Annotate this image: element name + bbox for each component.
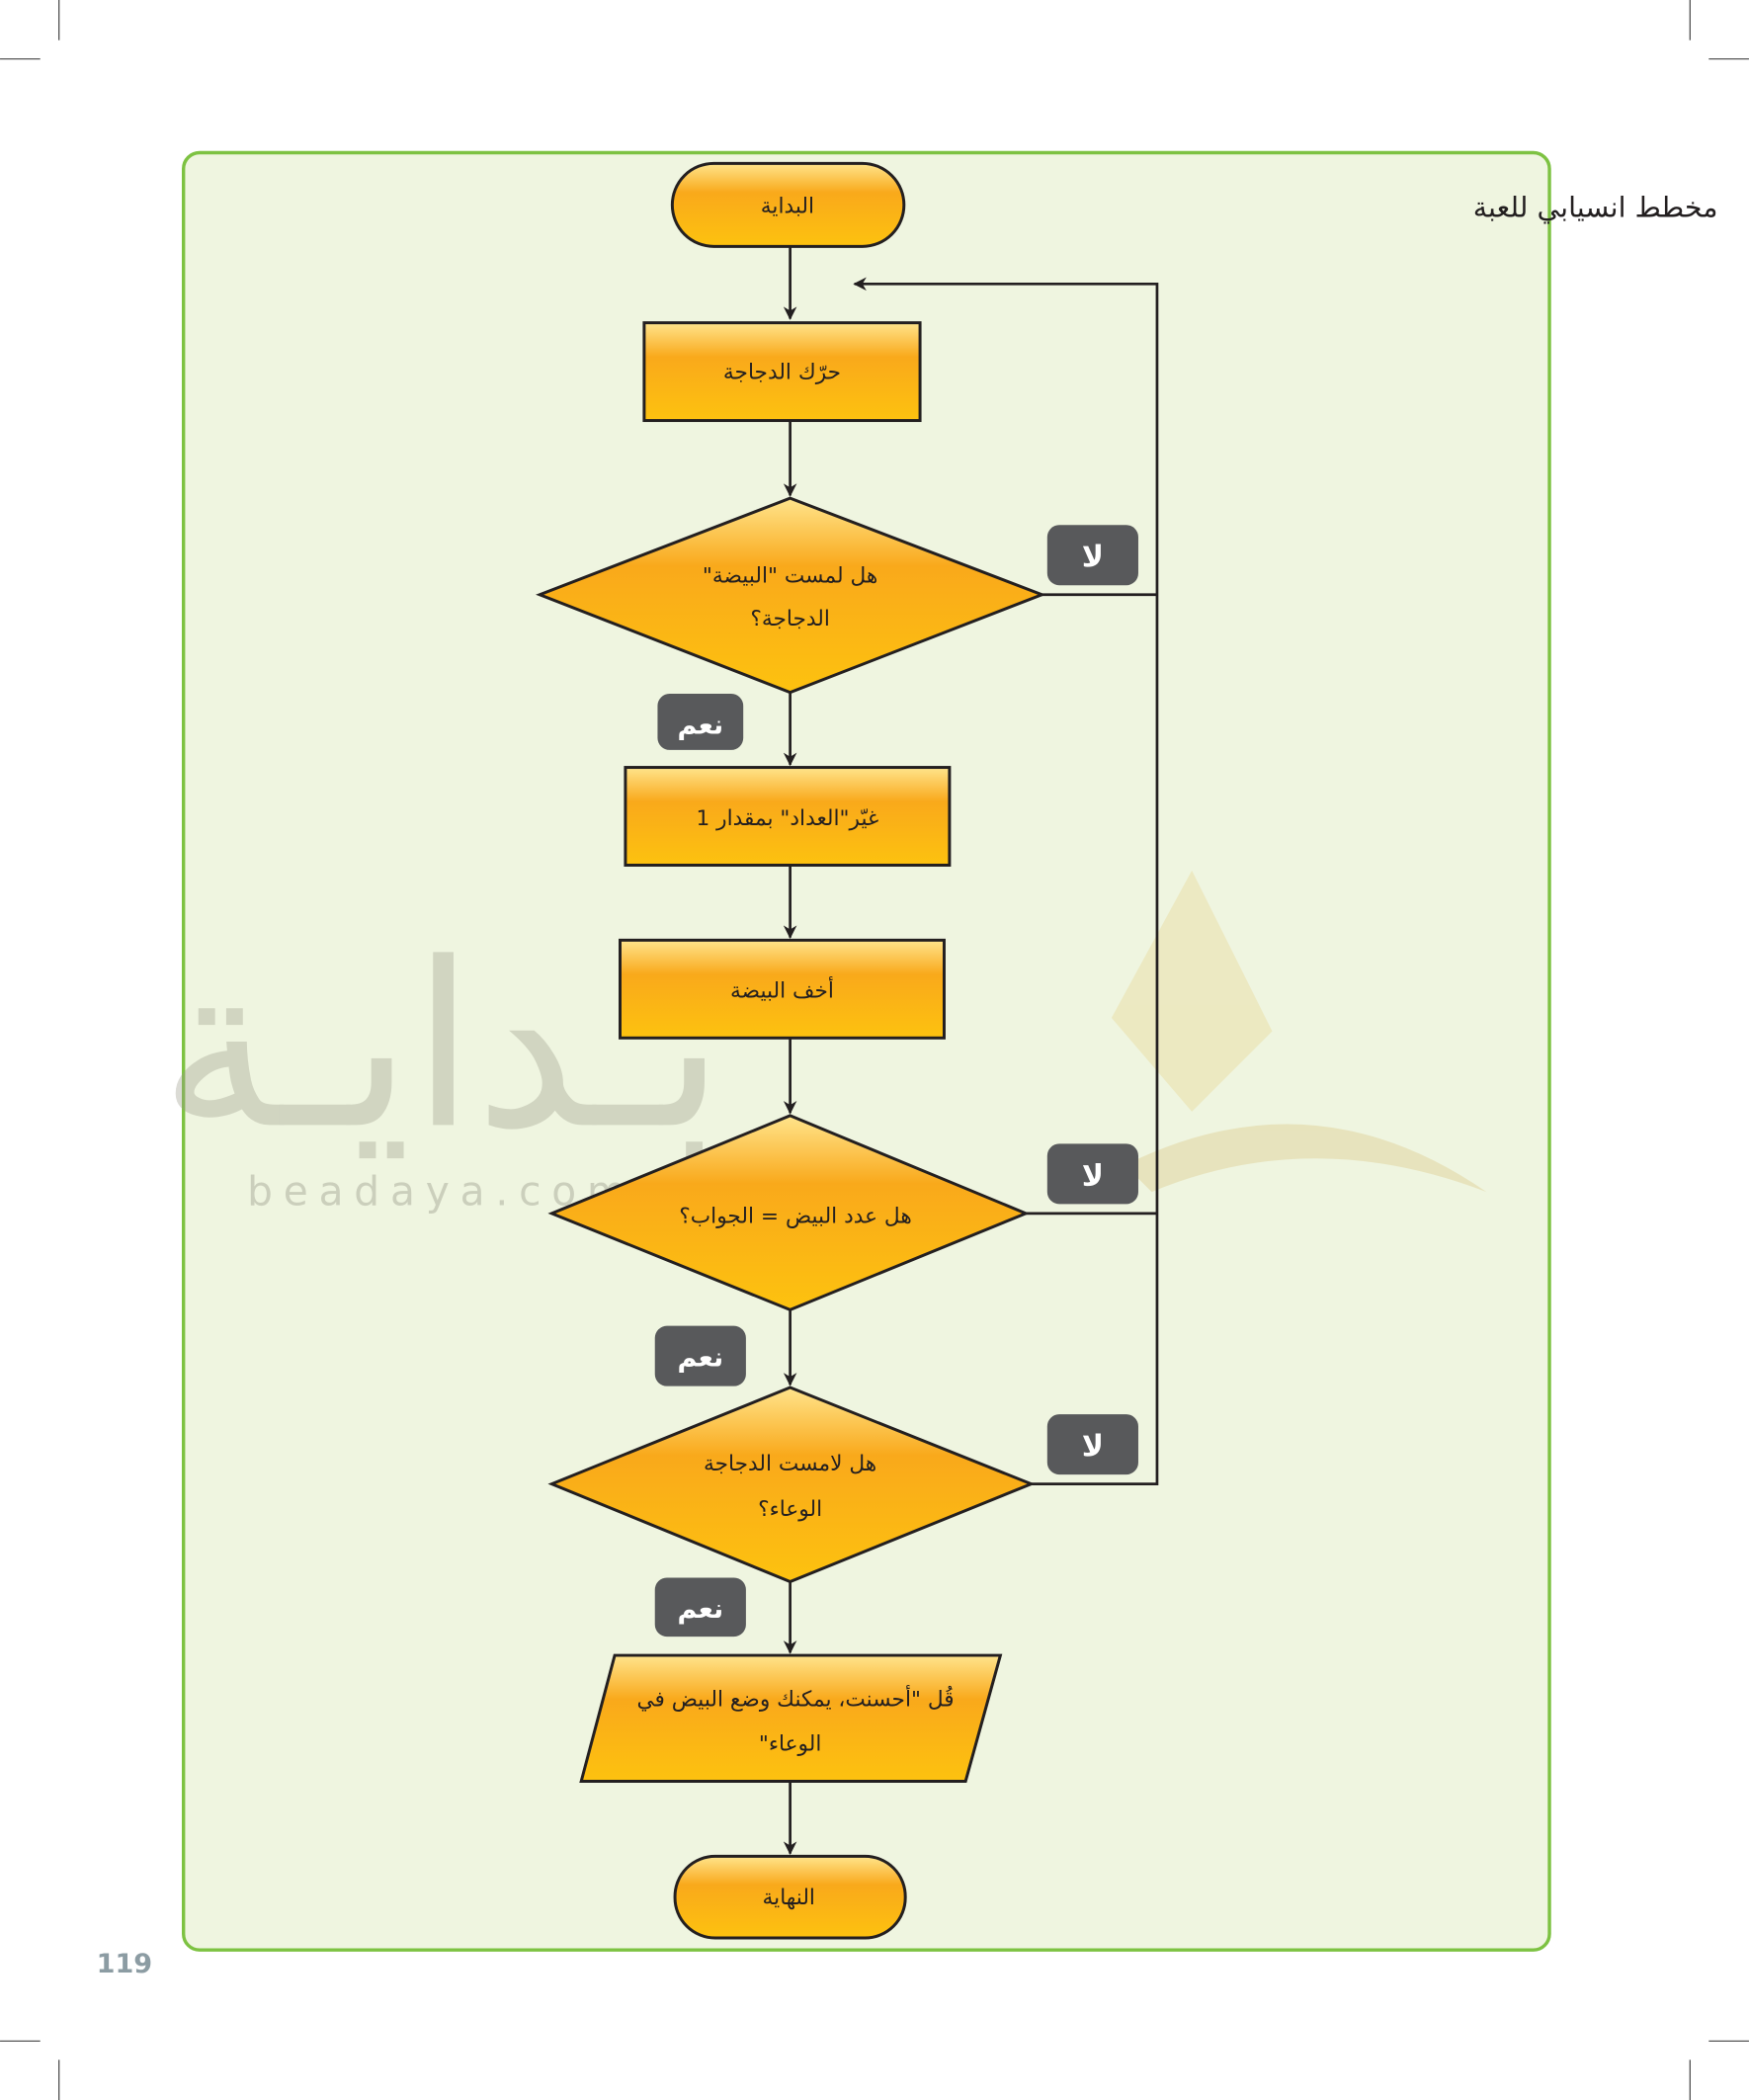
- page-number: 119: [97, 1949, 153, 1979]
- decision-label: هل لمست "البيضة": [703, 564, 877, 589]
- badge-label: لا: [1082, 1429, 1104, 1464]
- decision-egg-count: هل عدد البيض = الجواب؟: [547, 1114, 1031, 1312]
- badge-label: نعم: [677, 711, 723, 741]
- io-label: قُل "أحسنت، يمكنك وضع البيض في: [636, 1685, 954, 1713]
- connectors: [783, 246, 1159, 1855]
- badge-label: نعم: [677, 1594, 723, 1625]
- badge-label: لا: [1082, 540, 1104, 574]
- process-move-chicken: حرّك الدجاجة: [642, 321, 922, 423]
- decision-label: هل عدد البيض = الجواب؟: [679, 1204, 912, 1228]
- decision-label: هل لامست الدجاجة: [704, 1452, 876, 1476]
- process-change-counter: غيّر"العداد" بمقدار 1: [624, 766, 952, 867]
- end-terminal: النهاية: [673, 1854, 907, 1940]
- decision-label: الدجاجة؟: [750, 607, 830, 631]
- no-badge: لا: [1046, 1143, 1138, 1205]
- yes-badge: نعم: [654, 1577, 746, 1638]
- no-badge: لا: [1046, 1414, 1138, 1475]
- yes-badge: نعم: [654, 1325, 746, 1386]
- yes-badge: نعم: [657, 694, 744, 750]
- no-badge: لا: [1046, 525, 1138, 586]
- badge-label: لا: [1082, 1158, 1104, 1193]
- io-say-message: قُل "أحسنت، يمكنك وضع البيض في الوعاء": [579, 1653, 1003, 1783]
- process-label: حرّك الدجاجة: [723, 361, 841, 385]
- end-label: النهاية: [763, 1886, 815, 1910]
- decision-touched-egg: هل لمست "البيضة" الدجاجة؟: [536, 496, 1046, 695]
- chart-title: مخطط انسيابي للعبة: [1473, 192, 1718, 224]
- start-terminal: البداية: [670, 161, 906, 248]
- start-label: البداية: [761, 194, 814, 218]
- io-label: الوعاء": [759, 1731, 822, 1756]
- decision-touched-bowl: هل لامست الدجاجة الوعاء؟: [547, 1386, 1036, 1584]
- content-panel: [182, 150, 1551, 1952]
- process-label: أخف البيضة: [730, 976, 834, 1004]
- badge-label: نعم: [677, 1342, 723, 1373]
- process-hide-egg: أخف البيضة: [619, 938, 946, 1040]
- decision-label: الوعاء؟: [758, 1497, 822, 1522]
- process-label: غيّر"العداد" بمقدار 1: [696, 806, 878, 831]
